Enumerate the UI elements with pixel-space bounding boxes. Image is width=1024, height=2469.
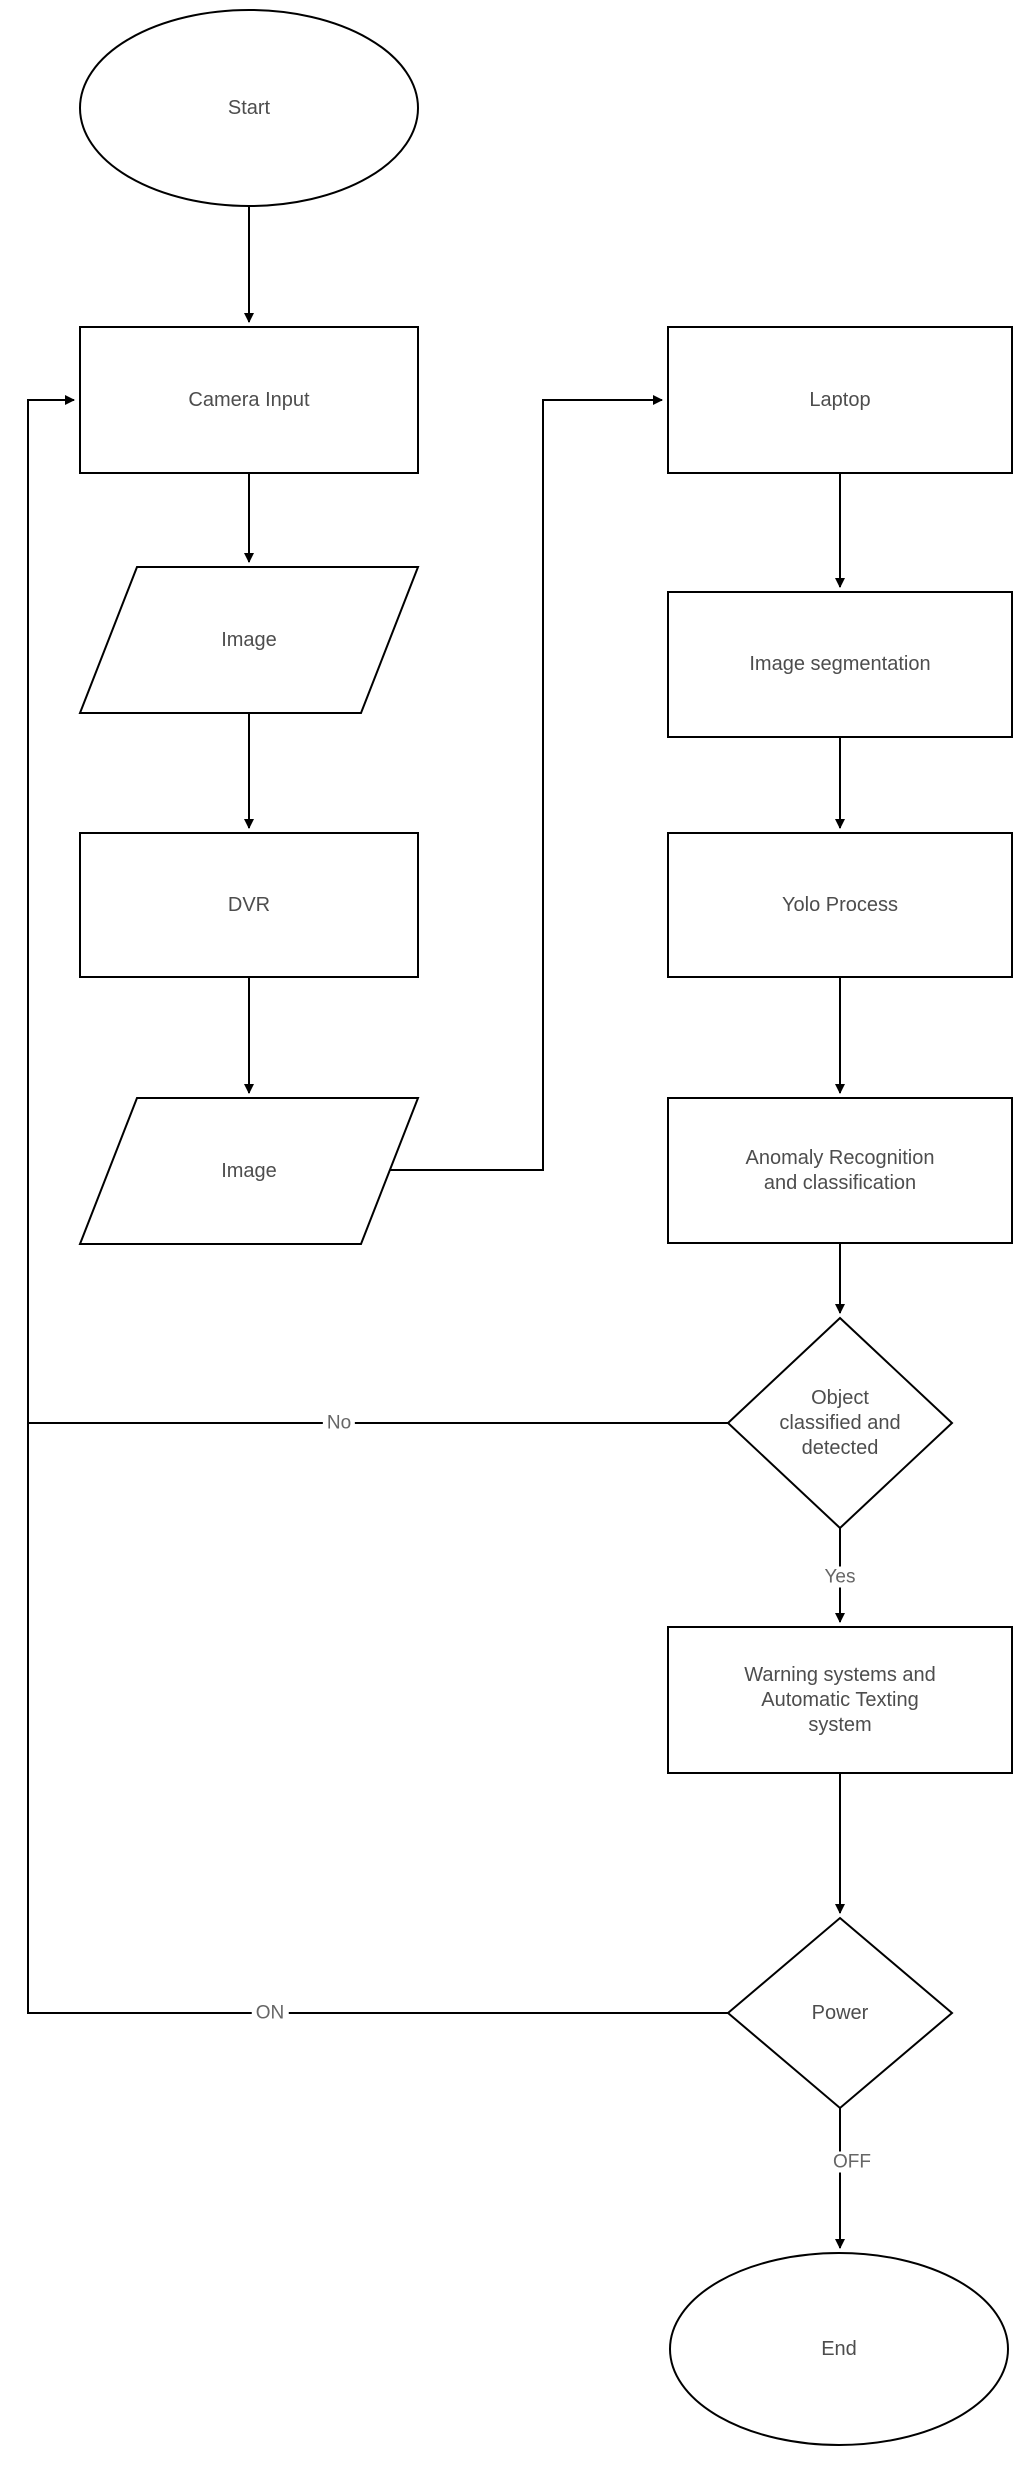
warning-system-label-line2: Automatic Texting [761,1688,919,1711]
edge-label-off: OFF [829,2151,875,2173]
end-terminator-shape [669,2252,1009,2446]
yolo-process-shape [667,832,1013,978]
power-decision-label: Power [811,2001,869,2024]
warning-system-process-shape [667,1626,1013,1774]
dvr-process-shape [79,832,419,978]
image2-data-shape [78,1097,420,1245]
start-label: Start [227,97,271,119]
warning-system-label-line3: system [808,1713,872,1736]
dvr-label: DVR [227,893,271,916]
anomaly-recognition-label-line2: and classification [763,1171,917,1194]
image2-label: Image [221,1159,277,1182]
object-decision-label-line2: classified and [779,1411,901,1434]
edge-power-decision-on-return-to-camera-input [27,395,728,2014]
object-decision-label: Object classified and detected [728,1318,952,1528]
yolo-process-label: Yolo Process [782,893,898,916]
anomaly-recognition-label: Anomaly Recognition and classification [668,1098,1012,1243]
object-decision-label-line1: Object [811,1386,869,1409]
power-decision-diamond-shape [726,1916,954,2110]
camera-input-process-shape [79,326,419,474]
warning-system-label-line1: Warning systems and [744,1663,936,1686]
camera-input-label: Camera Input [188,388,310,411]
image1-label: Image [221,628,277,651]
edge-label-no: No [322,1412,356,1434]
end-label: End [821,2337,857,2360]
object-decision-diamond-shape [726,1316,954,1530]
object-decision-label-line3: detected [801,1436,879,1459]
edge-label-on: ON [251,2002,289,2024]
laptop-process-shape [667,326,1013,474]
warning-system-label: Warning systems and Automatic Texting sy… [668,1627,1012,1773]
edge-label-yes: Yes [820,1566,860,1588]
anomaly-recognition-process-shape [667,1097,1013,1244]
image-segmentation-label: Image segmentation [749,653,931,675]
edge-image2-to-laptop [390,395,663,1171]
start-terminator-shape [79,9,419,207]
laptop-label: Laptop [809,388,871,411]
anomaly-recognition-label-line1: Anomaly Recognition [745,1146,935,1169]
image-segmentation-process-shape [667,591,1013,738]
image1-data-shape [78,566,420,714]
